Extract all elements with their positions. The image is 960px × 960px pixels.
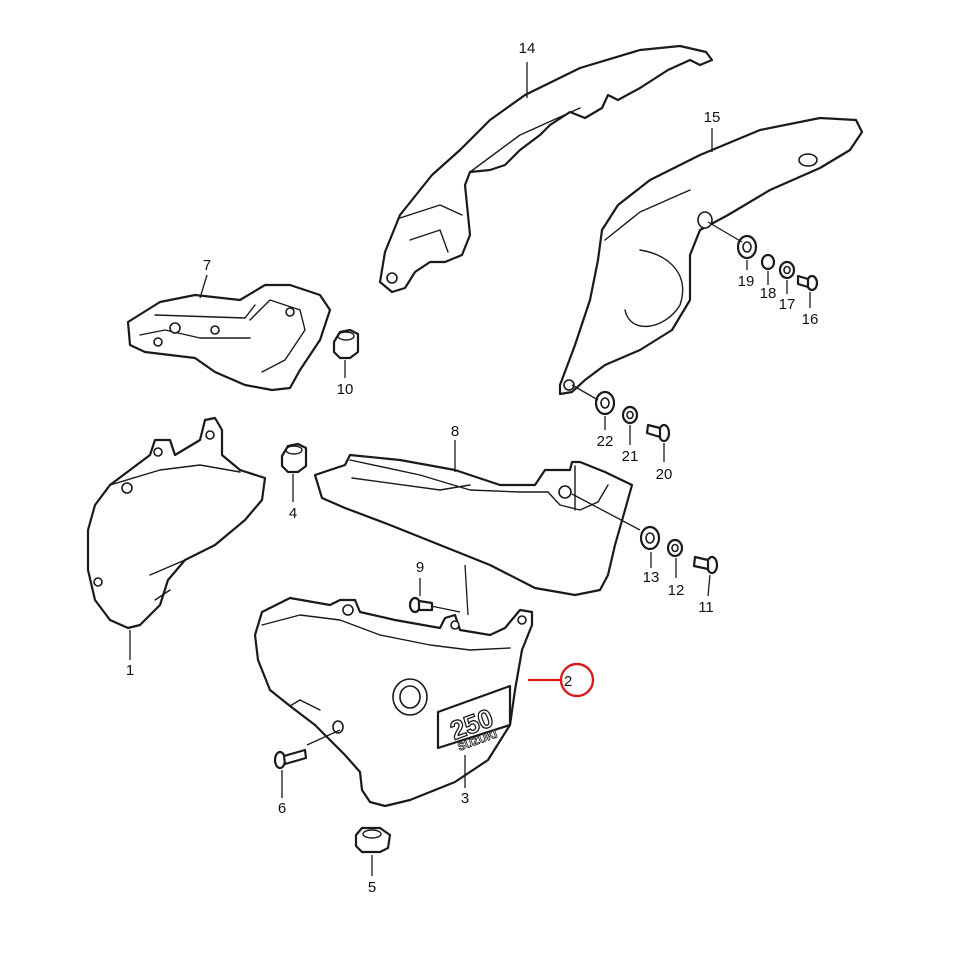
callout-22[interactable]: 22 [597,433,614,450]
part-4-grommet[interactable] [280,442,308,474]
part-15-frame-cover[interactable] [558,116,864,396]
part-12-washer[interactable] [666,538,684,558]
callout-10[interactable]: 10 [337,381,354,398]
callout-9[interactable]: 9 [416,559,424,576]
part-11-screw[interactable] [692,555,719,575]
part-18-spacer[interactable] [760,253,776,271]
part-14-frame-cover[interactable] [378,44,714,294]
part-8-side-cover[interactable] [313,453,634,597]
part-22-collar[interactable] [594,390,616,416]
callout-5[interactable]: 5 [368,879,376,896]
callout-1[interactable]: 1 [126,662,134,679]
part-17-washer[interactable] [778,260,796,280]
part-2-side-cover[interactable] [253,596,534,808]
part-3-emblem[interactable]: 250 SUZUKI [436,684,512,754]
part-7-bracket[interactable] [126,283,332,392]
part-10-grommet[interactable] [332,328,360,360]
callout-7[interactable]: 7 [203,257,211,274]
callout-19[interactable]: 19 [738,273,755,290]
callout-21[interactable]: 21 [622,448,639,465]
callout-4[interactable]: 4 [289,505,297,522]
callout-3[interactable]: 3 [461,790,469,807]
callout-6[interactable]: 6 [278,800,286,817]
callout-11[interactable]: 11 [698,599,714,616]
callout-17[interactable]: 17 [779,296,796,313]
part-1-side-cover[interactable] [86,416,267,630]
part-20-screw[interactable] [645,423,671,443]
part-21-washer[interactable] [621,405,639,425]
callout-15[interactable]: 15 [704,109,721,126]
part-5-grommet[interactable] [354,826,392,854]
callout-18[interactable]: 18 [760,285,777,302]
part-13-collar[interactable] [639,525,661,551]
part-2-highlight [528,662,595,698]
part-6-screw[interactable] [273,748,308,770]
callout-8[interactable]: 8 [451,423,459,440]
callout-12[interactable]: 12 [668,582,685,599]
callout-16[interactable]: 16 [802,311,819,328]
part-16-screw[interactable] [796,274,819,292]
part-19-collar[interactable] [736,234,758,260]
callout-2[interactable]: 2 [564,673,572,690]
callout-13[interactable]: 13 [643,569,660,586]
callout-14[interactable]: 14 [519,40,536,57]
callout-20[interactable]: 20 [656,466,673,483]
part-9-bolt[interactable] [408,596,434,614]
leader-lines [129,62,811,876]
callout-labels: 14 15 7 10 19 18 17 16 22 21 20 8 4 9 13… [126,40,819,896]
